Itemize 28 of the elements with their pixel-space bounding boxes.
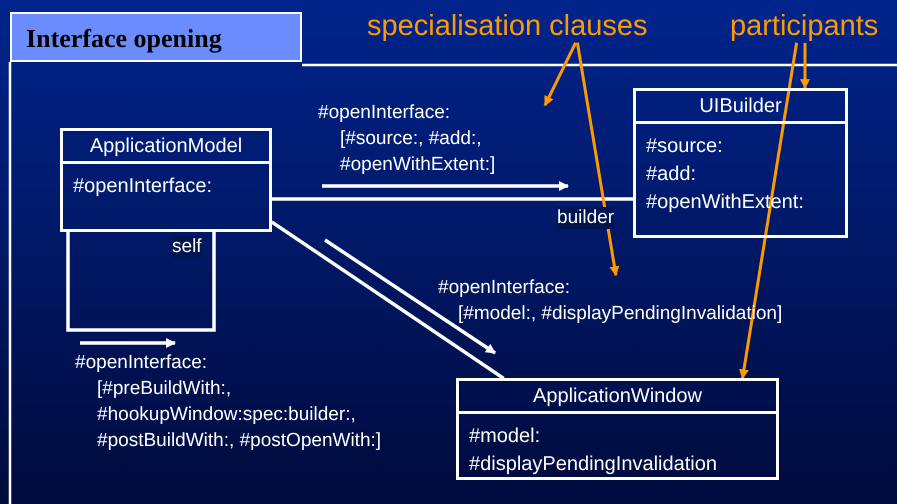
message-selector: #openInterface: [438,276,572,300]
association-line [66,232,216,332]
class-box [456,378,779,480]
class-box [60,128,272,232]
role-label: self [172,236,202,258]
method-name: #model: [469,424,542,449]
leader-arrow [544,42,577,106]
message-selector: #openInterface: [318,101,452,125]
leader-arrow [576,42,620,276]
argument-list: [#source:, #add:, #openWithExtent:] [318,126,545,178]
annotation-text: specialisation clauses [367,10,648,43]
method-name: #source: [646,134,724,159]
method-name: #displayPendingInvalidation [469,452,718,477]
title-banner: Interface opening [10,12,302,62]
class-name: ApplicationWindow [459,381,776,414]
class-name: UIBuilder [636,91,845,124]
method-name: #openInterface: [73,174,213,199]
class-box [633,88,848,238]
argument-list: [#preBuildWith:, #hookupWindow:spec:builder:, #postBuildWith:, #postOpenWith:] [75,376,432,454]
association-line [272,197,634,201]
annotation-text: participants [730,10,878,43]
method-name: #add: [646,162,698,187]
leader-arrow [800,42,810,90]
association-line [270,220,505,380]
role-label: builder [557,207,614,229]
class-name: ApplicationModel [63,131,269,164]
message-selector: #openInterface: [75,351,208,375]
leader-arrow [739,42,798,380]
